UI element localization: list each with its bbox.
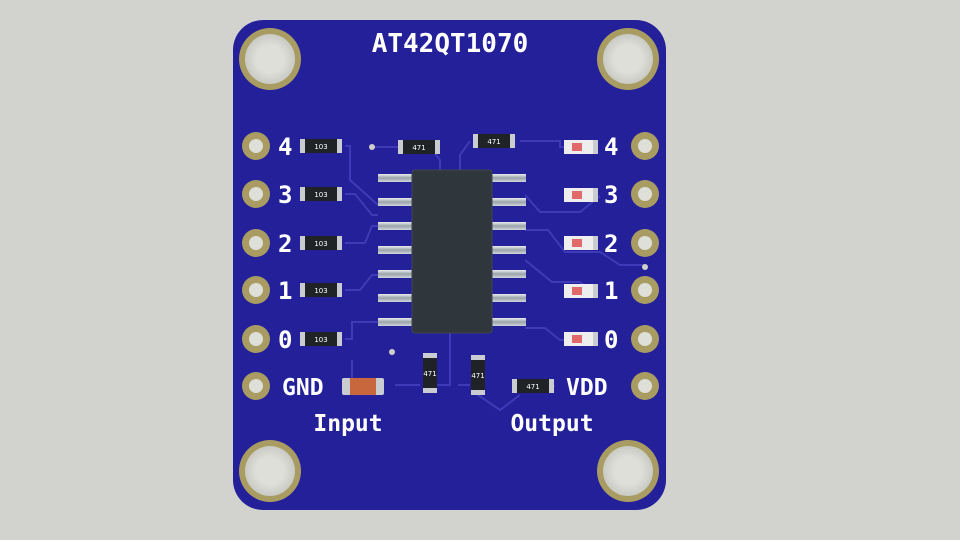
left-pin-header xyxy=(242,132,270,400)
resistor-value: 471 xyxy=(471,372,484,380)
right-pin-pad[interactable] xyxy=(631,372,659,400)
resistor-value: 471 xyxy=(487,138,500,146)
right-pin-pad[interactable] xyxy=(631,325,659,353)
resistor-value: 103 xyxy=(314,191,327,199)
smd-resistor-vertical: 471 xyxy=(423,353,437,393)
smd-resistor: 103 xyxy=(300,236,342,250)
resistor-value: 471 xyxy=(526,383,539,391)
right-pin-pad[interactable] xyxy=(631,229,659,257)
right-pin-pad[interactable] xyxy=(631,180,659,208)
resistor-value: 103 xyxy=(314,143,327,151)
right-pin-label: 4 xyxy=(604,133,618,161)
led xyxy=(564,284,598,298)
led xyxy=(564,332,598,346)
left-pin-pad[interactable] xyxy=(242,229,270,257)
left-pin-label: 0 xyxy=(278,326,292,354)
right-pin-label: 0 xyxy=(604,326,618,354)
smd-resistor: 103 xyxy=(300,283,342,297)
right-pin-label: 2 xyxy=(604,230,618,258)
right-pin-label: 3 xyxy=(604,181,618,209)
left-pin-pad[interactable] xyxy=(242,372,270,400)
leds xyxy=(564,140,598,346)
left-pin-pad[interactable] xyxy=(242,180,270,208)
resistor-value: 103 xyxy=(314,287,327,295)
left-pin-label: 1 xyxy=(278,277,292,305)
resistor-value: 471 xyxy=(412,144,425,152)
ic-right-pins xyxy=(488,174,526,326)
board-title: AT42QT1070 xyxy=(372,29,529,59)
ic-left-pins xyxy=(378,174,416,326)
left-pin-pad[interactable] xyxy=(242,276,270,304)
resistor-value: 471 xyxy=(423,370,436,378)
smd-resistor: 471 xyxy=(473,134,515,148)
led xyxy=(564,236,598,250)
bottom-resistors: 471 471 471 xyxy=(423,353,554,395)
left-pin-pad[interactable] xyxy=(242,325,270,353)
left-pin-label: 2 xyxy=(278,230,292,258)
led xyxy=(564,140,598,154)
led xyxy=(564,188,598,202)
input-label: Input xyxy=(313,411,382,437)
left-pin-pad[interactable] xyxy=(242,132,270,160)
right-pin-pad[interactable] xyxy=(631,276,659,304)
smd-resistor: 103 xyxy=(300,139,342,153)
smd-resistor: 471 xyxy=(512,379,554,393)
left-pin-label: 4 xyxy=(278,133,292,161)
vias xyxy=(369,144,648,355)
smd-resistor: 471 xyxy=(398,140,440,154)
smd-resistor-vertical: 471 xyxy=(471,355,485,395)
right-pin-label: 1 xyxy=(604,277,618,305)
left-pin-label: 3 xyxy=(278,181,292,209)
resistor-value: 103 xyxy=(314,240,327,248)
smd-capacitor xyxy=(342,378,384,395)
top-resistors: 471 471 xyxy=(398,134,515,154)
resistor-value: 103 xyxy=(314,336,327,344)
mounting-holes xyxy=(239,28,659,502)
right-pin-header xyxy=(631,132,659,400)
ic-body xyxy=(412,170,492,333)
output-label: Output xyxy=(510,411,593,437)
smd-resistor: 103 xyxy=(300,187,342,201)
left-resistors: 103 103 103 103 103 xyxy=(300,139,342,346)
left-pin-label-gnd: GND xyxy=(282,375,324,401)
right-pin-label-vdd: VDD xyxy=(566,375,608,401)
ic-chip xyxy=(378,169,526,334)
smd-resistor: 103 xyxy=(300,332,342,346)
right-pin-pad[interactable] xyxy=(631,132,659,160)
